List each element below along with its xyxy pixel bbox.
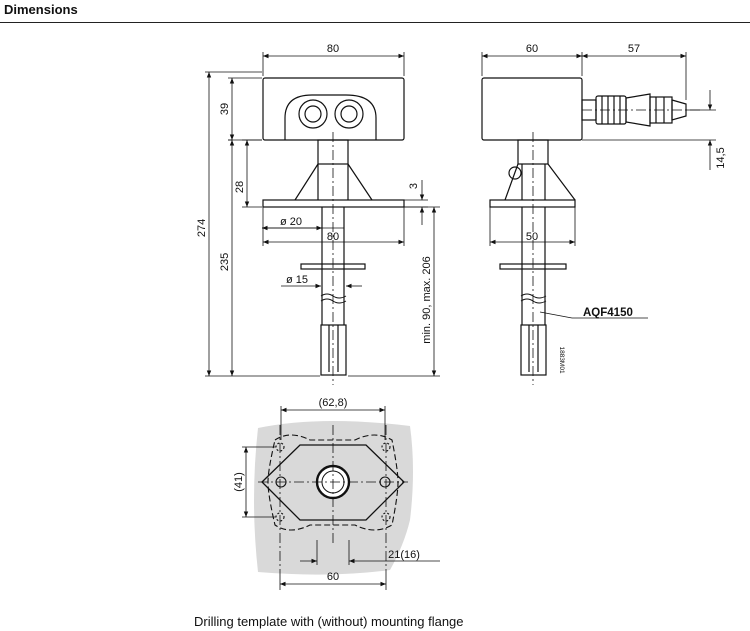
side-sensor <box>520 324 547 376</box>
dim-flange-width: 80 <box>327 231 339 243</box>
side-housing <box>481 77 583 141</box>
dim-template-top: (62,8) <box>319 397 348 409</box>
front-view <box>262 77 405 385</box>
side-lock-screw <box>508 166 522 180</box>
dim-neck: 28 <box>234 181 246 193</box>
front-sensor <box>320 324 347 376</box>
dim-front-width: 80 <box>327 43 339 55</box>
dim-total-length: 274 <box>196 219 208 237</box>
drilling-template: (62,8) (41) 60 21(16) <box>233 397 440 590</box>
front-gland-right <box>334 99 364 129</box>
front-flange <box>262 199 405 208</box>
side-flange <box>489 199 576 208</box>
dim-immersion-range: min. 90, max. 206 <box>421 256 433 343</box>
template-hole-bottom-right <box>381 512 391 522</box>
accessory-label: AQF4150 <box>583 307 633 319</box>
front-gland-boss <box>284 94 377 140</box>
dim-length-235: 235 <box>219 253 231 271</box>
side-view <box>481 77 700 385</box>
dim-housing-height: 39 <box>219 103 231 115</box>
section-title: Dimensions <box>4 2 78 17</box>
dim-template-hole: 21(16) <box>388 549 420 561</box>
dim-template-bottom: 60 <box>327 571 339 583</box>
section-header: Dimensions <box>0 0 750 23</box>
dim-flange-thickness: 3 <box>408 183 420 189</box>
dim-tube-diameter: ø 20 <box>280 216 302 228</box>
dim-side-depth: 60 <box>526 43 538 55</box>
figure-caption: Drilling template with (without) mountin… <box>194 614 464 629</box>
dim-template-side: (41) <box>233 472 245 492</box>
template-hole-top-right <box>381 442 391 452</box>
drawing-code: 1883M01 <box>558 346 565 373</box>
front-flange-support <box>294 163 373 201</box>
front-housing <box>262 77 405 141</box>
dim-gland-offset: 14,5 <box>715 147 727 168</box>
template-flange-outline <box>267 434 399 531</box>
dim-side-flange-depth: 50 <box>526 231 538 243</box>
dim-sensor-diameter: ø 15 <box>286 274 308 286</box>
dim-gland-length: 57 <box>628 43 640 55</box>
front-gland-left <box>298 99 328 129</box>
